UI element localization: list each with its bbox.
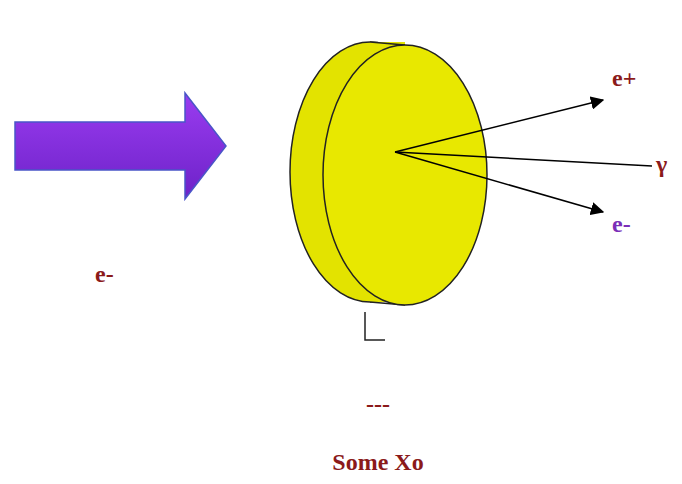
thickness-value: --- bbox=[366, 392, 390, 416]
particle-label: γ bbox=[656, 152, 667, 176]
positron-track bbox=[395, 100, 603, 152]
thickness-unit: Some Xo bbox=[332, 450, 423, 474]
slab-front bbox=[323, 45, 487, 305]
particle-label: e- bbox=[612, 212, 631, 236]
thickness-mark bbox=[365, 312, 385, 340]
beam-label: e- bbox=[95, 262, 114, 286]
incoming-beam-arrow bbox=[15, 93, 226, 199]
electron-track bbox=[395, 152, 603, 212]
particle-label: e+ bbox=[612, 66, 636, 90]
